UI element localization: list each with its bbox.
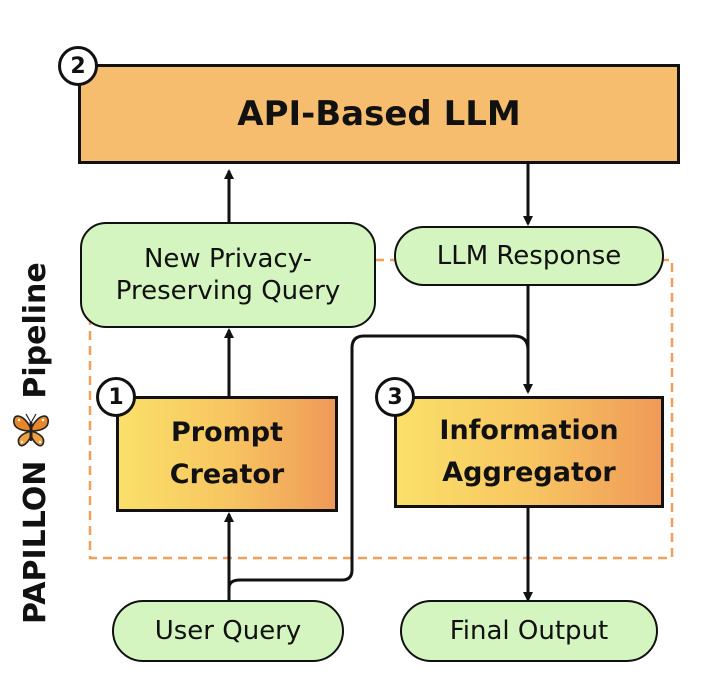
- user-query-node: User Query: [112, 600, 344, 662]
- user-query-label: User Query: [154, 615, 302, 646]
- info-aggregator-line2: Aggregator: [442, 457, 616, 488]
- step-number: 3: [387, 384, 403, 410]
- step-number: 1: [108, 384, 124, 410]
- butterfly-icon: [8, 409, 62, 451]
- prompt-creator-line1: Prompt: [170, 417, 284, 449]
- new-query-line2: Preserving Query: [115, 276, 341, 306]
- step-badge-3: 3: [375, 377, 415, 417]
- pipeline-suffix: Pipeline: [17, 262, 53, 399]
- step-number: 2: [70, 53, 86, 79]
- pipeline-name: PAPILLON: [17, 460, 53, 624]
- step-badge-2: 2: [58, 46, 98, 86]
- llm-response-label: LLM Response: [436, 240, 622, 271]
- info-aggregator-box: Information Aggregator: [394, 396, 664, 508]
- api-llm-label: API-Based LLM: [237, 94, 521, 134]
- new-query-node: New Privacy- Preserving Query: [80, 222, 376, 328]
- llm-response-node: LLM Response: [394, 226, 664, 286]
- step-badge-1: 1: [96, 377, 136, 417]
- new-query-line1: New Privacy-: [143, 243, 313, 274]
- final-output-label: Final Output: [449, 615, 609, 646]
- final-output-node: Final Output: [400, 600, 658, 662]
- arrow-userquery-to-aggregator: [227, 334, 530, 600]
- prompt-creator-box: Prompt Creator: [116, 396, 338, 512]
- pipeline-boundary: [88, 258, 674, 560]
- api-llm-box: API-Based LLM: [78, 64, 680, 164]
- prompt-creator-line2: Creator: [169, 459, 285, 490]
- info-aggregator-line1: Information: [439, 415, 619, 447]
